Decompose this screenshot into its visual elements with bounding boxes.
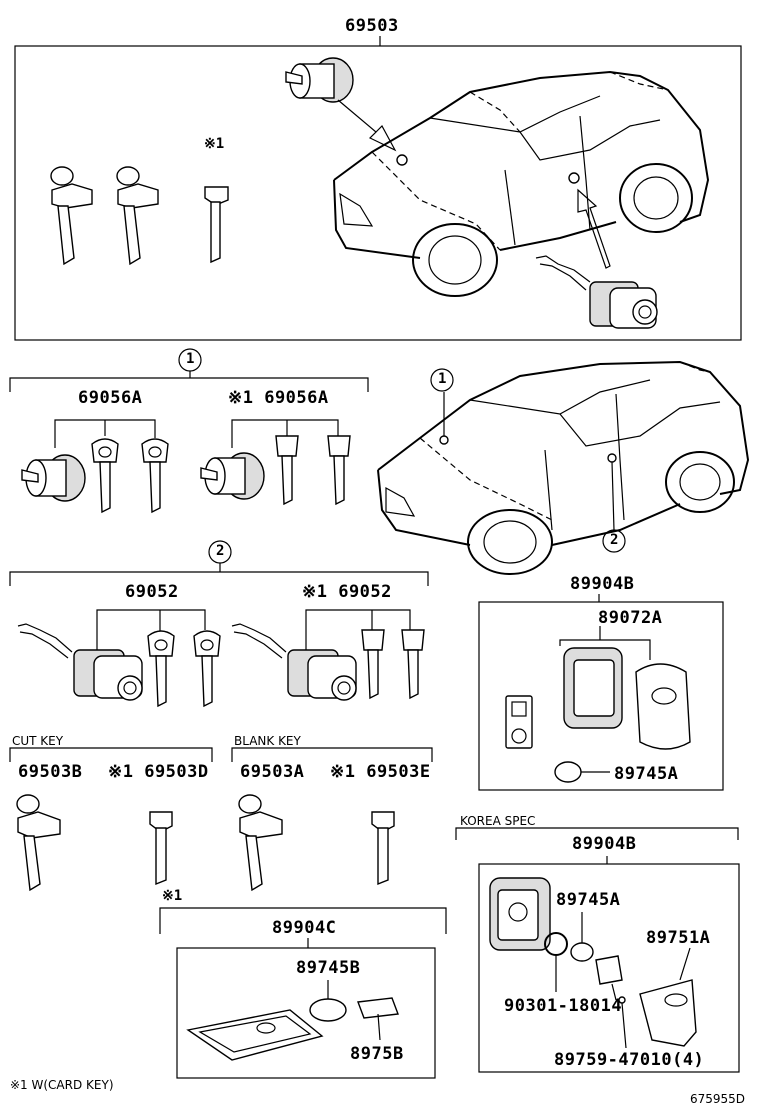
group-2-right-door-lock-icon	[231, 623, 357, 701]
group-1-callout-number: 1	[186, 351, 195, 367]
cut-key-bracket	[9, 747, 213, 762]
group-2-right-key-2-icon	[401, 629, 425, 700]
card-key-box	[176, 947, 436, 1079]
figure-id: 675955D	[690, 1092, 746, 1106]
smart-key-case-leaders	[559, 626, 651, 660]
group-2-left-key-1-icon	[147, 630, 175, 708]
smart-key-battery-icon	[554, 761, 610, 783]
card-key-outer-part-number: 89904C	[272, 918, 337, 938]
korea-outer-part-number: 89904B	[572, 834, 637, 854]
top-door-lock-icon	[535, 255, 658, 329]
blank-key-bracket	[231, 747, 433, 762]
smart-key-battery-part-number: 89745A	[614, 764, 679, 784]
korea-battery-part-number: 89745A	[556, 890, 621, 910]
group-1-right-part-number: ※1 69056A	[228, 388, 329, 408]
korea-screw-part-number: 90301-18014	[504, 996, 623, 1016]
cut-key-69503b-icon	[16, 794, 61, 892]
card-key-battery-icon	[309, 980, 347, 1022]
korea-bolt-part-number: 89759-47010(4)	[554, 1050, 705, 1070]
car-callout-2-number: 2	[610, 532, 619, 548]
group-1-right-leaders	[231, 419, 339, 448]
korea-oring-icon	[544, 932, 568, 992]
group-1-right-key-1-icon	[275, 435, 299, 506]
group-1-left-leaders	[54, 419, 156, 448]
korea-battery-icon	[570, 912, 594, 962]
top-card-key-blade-icon	[204, 186, 229, 264]
group-2-bracket	[9, 571, 429, 586]
cut-key-heading: CUT KEY	[12, 734, 64, 748]
smart-key-inner-case-icon	[563, 647, 623, 729]
group-2-callout-number: 2	[216, 543, 225, 559]
korea-plate-icon	[595, 955, 623, 1001]
card-key-card-icon	[186, 1009, 324, 1061]
card-key-sticker-part-number: 8975B	[350, 1044, 404, 1064]
group-1-left-cylinder-icon	[21, 454, 86, 502]
card-key-sticker-icon	[357, 997, 399, 1041]
korea-cover-icon	[639, 947, 697, 1047]
group-2-right-key-1-icon	[361, 629, 385, 700]
top-key-1-icon	[50, 166, 93, 266]
group-2-right-leaders	[305, 609, 411, 668]
group-2-left-part-number: 69052	[125, 582, 179, 602]
korea-cover-part-number: 89751A	[646, 928, 711, 948]
blank-key-69503a-icon	[238, 794, 283, 892]
smart-key-box	[478, 601, 724, 791]
card-key-note-marker: ※1	[162, 888, 183, 904]
group-1-right-cylinder-icon	[200, 452, 265, 500]
card-key-bracket	[159, 907, 447, 934]
blank-key-left-part-number: 69503A	[240, 762, 305, 782]
korea-spec-bracket	[455, 827, 739, 840]
cut-key-69503d-icon	[149, 811, 173, 886]
korea-spec-heading: KOREA SPEC	[460, 814, 536, 828]
top-arrow-1-icon	[337, 99, 397, 152]
footnote: ※1 W(CARD KEY)	[10, 1078, 114, 1092]
group-1-bracket	[9, 377, 369, 392]
smart-key-emergency-key-icon	[505, 695, 533, 749]
group-2-left-key-2-icon	[193, 630, 221, 708]
top-car-icon	[333, 70, 710, 297]
group-1-left-part-number: 69056A	[78, 388, 143, 408]
korea-spec-box	[478, 863, 740, 1073]
middle-car-icon	[377, 360, 750, 575]
group-2-left-door-lock-icon	[17, 623, 143, 701]
car-callout-2-circle	[602, 529, 626, 553]
blank-key-heading: BLANK KEY	[234, 734, 301, 748]
group-2-left-leaders	[96, 609, 206, 668]
top-arrow-2-icon	[577, 188, 611, 269]
card-key-battery-part-number: 89745B	[296, 958, 361, 978]
smart-key-outer-part-number: 89904B	[570, 574, 635, 594]
group-1-left-key-1-icon	[91, 438, 119, 514]
top-group-box	[14, 36, 742, 341]
cut-key-right-part-number: ※1 69503D	[108, 762, 209, 782]
korea-smart-key-case-icon	[489, 877, 551, 951]
top-group-part-number: 69503	[345, 16, 399, 36]
top-card-key-note-marker: ※1	[204, 136, 225, 152]
group-1-left-key-2-icon	[141, 438, 169, 514]
group-2-right-part-number: ※1 69052	[302, 582, 392, 602]
korea-screw-icon	[618, 996, 627, 1049]
cut-key-left-part-number: 69503B	[18, 762, 83, 782]
top-key-2-icon	[116, 166, 159, 266]
top-cylinder-icon	[285, 57, 354, 103]
group-1-right-key-2-icon	[327, 435, 351, 506]
blank-key-right-part-number: ※1 69503E	[330, 762, 431, 782]
smart-key-cover-icon	[635, 663, 691, 750]
smart-key-case-part-number: 89072A	[598, 608, 663, 628]
car-callout-1-number: 1	[438, 371, 447, 387]
car-callout-1-circle	[430, 368, 454, 392]
blank-key-69503e-icon	[371, 811, 395, 886]
